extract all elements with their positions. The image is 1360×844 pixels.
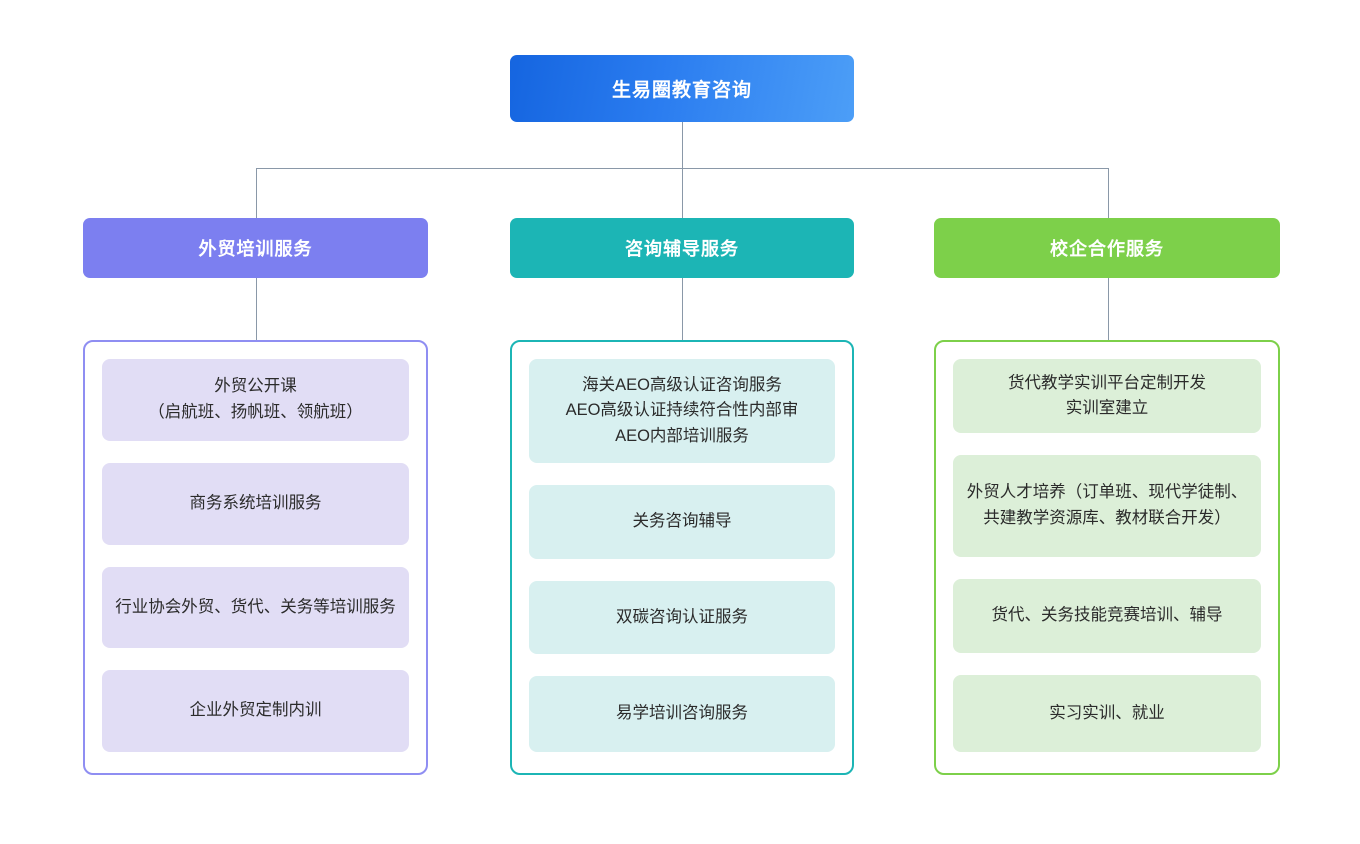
service-card: 实习实训、就业 xyxy=(953,675,1261,752)
service-card: 外贸公开课 （启航班、扬帆班、领航班） xyxy=(102,359,409,441)
service-card: 货代教学实训平台定制开发 实训室建立 xyxy=(953,359,1261,434)
category-header-school-enterprise: 校企合作服务 xyxy=(934,218,1280,278)
service-card: 外贸人才培养（订单班、现代学徒制、共建教学资源库、教材联合开发） xyxy=(953,455,1261,557)
category-header-consulting: 咨询辅导服务 xyxy=(510,218,854,278)
connector-drop-training xyxy=(256,168,257,218)
category-header-training: 外贸培训服务 xyxy=(83,218,428,278)
connector-root-stem xyxy=(682,122,683,168)
category-header-school-enterprise-label: 校企合作服务 xyxy=(1050,239,1164,259)
category-header-training-label: 外贸培训服务 xyxy=(198,239,313,259)
panel-school-enterprise: 货代教学实训平台定制开发 实训室建立 外贸人才培养（订单班、现代学徒制、共建教学… xyxy=(934,340,1280,775)
service-card: 企业外贸定制内训 xyxy=(102,670,409,752)
root-node: 生易圈教育咨询 xyxy=(510,55,854,122)
panel-consulting: 海关AEO高级认证咨询服务 AEO高级认证持续符合性内部审 AEO内部培训服务 … xyxy=(510,340,854,775)
service-card: 行业协会外贸、货代、关务等培训服务 xyxy=(102,566,409,649)
connector-link-consulting xyxy=(682,278,683,340)
connector-drop-consulting xyxy=(682,168,683,218)
service-card: 货代、关务技能竞赛培训、辅导 xyxy=(953,578,1261,654)
service-card: 双碳咨询认证服务 xyxy=(529,580,835,654)
service-card: 海关AEO高级认证咨询服务 AEO高级认证持续符合性内部审 AEO内部培训服务 xyxy=(529,359,835,464)
service-card: 易学培训咨询服务 xyxy=(529,675,835,752)
service-card: 关务咨询辅导 xyxy=(529,485,835,559)
connector-drop-school-enterprise xyxy=(1108,168,1109,218)
service-card: 商务系统培训服务 xyxy=(102,462,409,545)
connector-link-school-enterprise xyxy=(1108,278,1109,340)
root-node-label: 生易圈教育咨询 xyxy=(611,80,752,101)
connector-link-training xyxy=(256,278,257,340)
panel-training: 外贸公开课 （启航班、扬帆班、领航班） 商务系统培训服务 行业协会外贸、货代、关… xyxy=(83,340,428,775)
category-header-consulting-label: 咨询辅导服务 xyxy=(625,239,739,259)
